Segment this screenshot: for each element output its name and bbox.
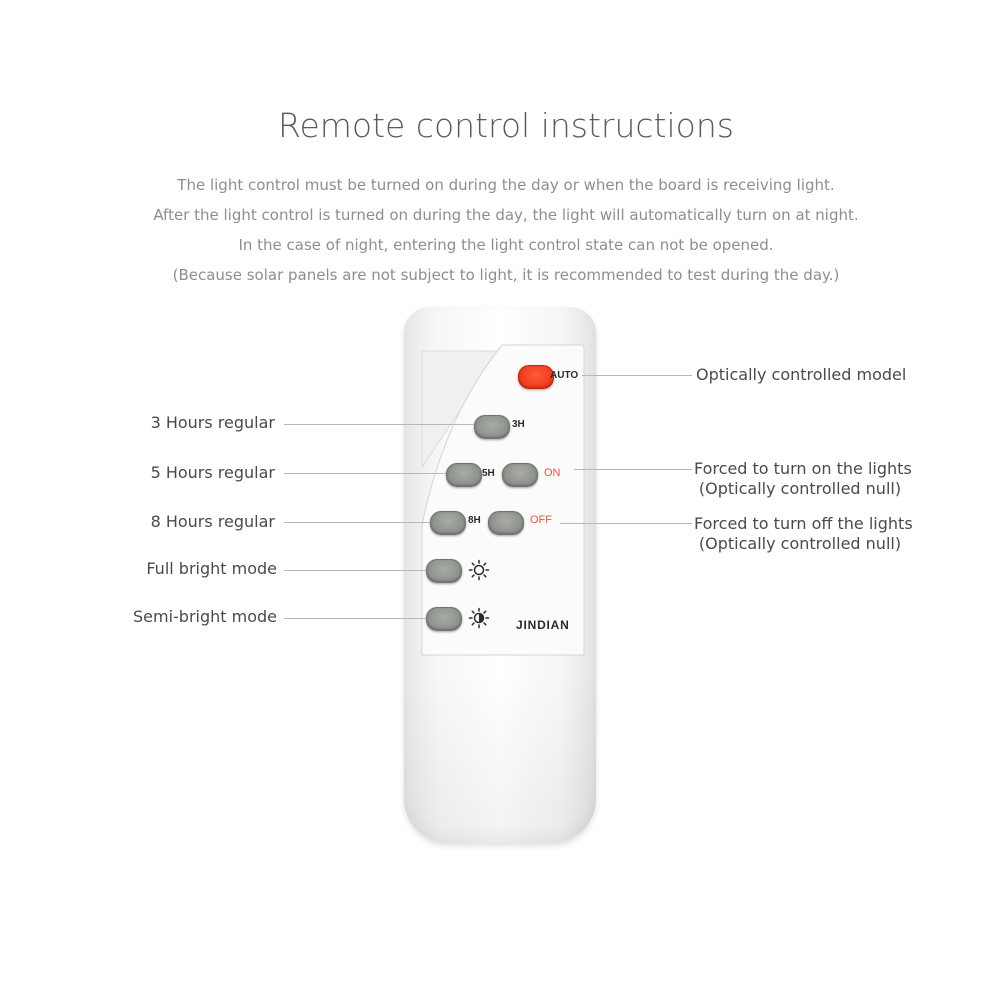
auto-label: AUTO — [550, 370, 579, 381]
callout-line-8-hours — [284, 522, 430, 523]
callout-force-on: Forced to turn on the lights — [694, 459, 912, 478]
half-sun-icon — [468, 607, 490, 629]
callout-line-semi-bright — [284, 618, 426, 619]
full-bright-button[interactable] — [426, 559, 462, 583]
callout-optically-controlled: Optically controlled model — [696, 365, 907, 384]
intro-line-1: The light control must be turned on duri… — [177, 176, 835, 194]
auto-button[interactable] — [518, 365, 554, 389]
semi-bright-button[interactable] — [426, 607, 462, 631]
off-button[interactable] — [488, 511, 524, 535]
callout-force-off-note: (Optically controlled null) — [698, 534, 902, 553]
callout-force-on-note: (Optically controlled null) — [698, 479, 902, 498]
callout-force-off: Forced to turn off the lights — [694, 514, 913, 533]
intro-text: The light control must be turned on duri… — [0, 170, 1000, 290]
callout-line-5-hours — [284, 473, 446, 474]
3h-label: 3H — [512, 419, 525, 430]
callout-line-full-bright — [284, 570, 426, 571]
5h-label: 5H — [482, 468, 495, 479]
callout-line-off — [560, 523, 692, 524]
sun-outline-icon — [468, 559, 490, 581]
intro-line-3: In the case of night, entering the light… — [238, 236, 774, 254]
page-title: Remote control instructions — [278, 106, 734, 145]
callout-line-auto — [582, 375, 692, 376]
on-label: ON — [544, 467, 561, 479]
callout-semi-bright: Semi-bright mode — [132, 607, 277, 626]
remote-control: AUTO 3H 5H ON 8H OFF — [404, 307, 596, 843]
brand-label: JINDIAN — [516, 618, 570, 632]
intro-line-4: (Because solar panels are not subject to… — [172, 266, 840, 284]
intro-line-2: After the light control is turned on dur… — [153, 206, 859, 224]
off-label: OFF — [530, 514, 552, 526]
8h-button[interactable] — [430, 511, 466, 535]
callout-3-hours: 3 Hours regular — [150, 413, 275, 432]
callout-full-bright: Full bright mode — [146, 559, 277, 578]
on-button[interactable] — [502, 463, 538, 487]
remote-face-panel — [421, 344, 585, 656]
8h-label: 8H — [468, 515, 481, 526]
remote-body-shade — [404, 673, 596, 843]
callout-5-hours: 5 Hours regular — [150, 463, 275, 482]
5h-button[interactable] — [446, 463, 482, 487]
callout-line-3-hours — [284, 424, 474, 425]
callout-8-hours: 8 Hours regular — [150, 512, 275, 531]
callout-line-on — [574, 469, 692, 470]
3h-button[interactable] — [474, 415, 510, 439]
